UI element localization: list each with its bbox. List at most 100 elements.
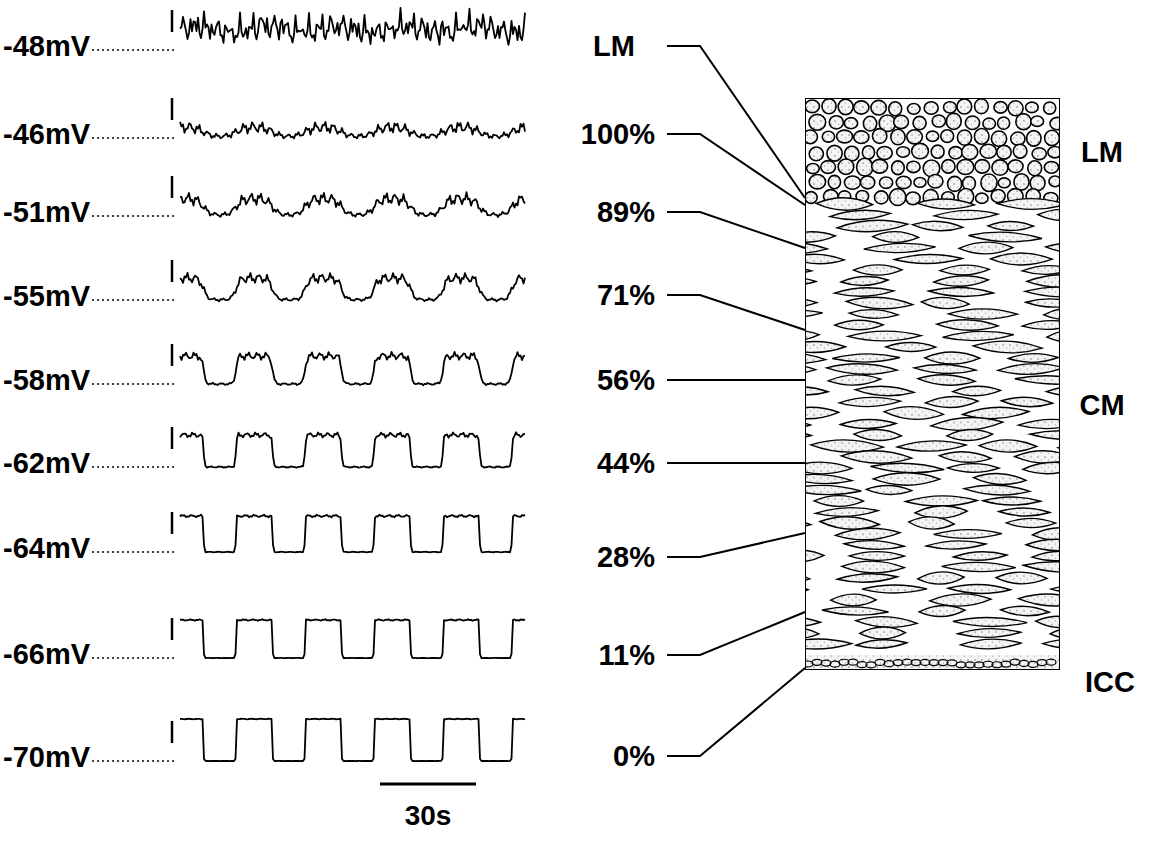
cm-cell (828, 374, 881, 386)
lm-cell (821, 161, 836, 174)
cm-cell (855, 385, 914, 397)
lm-cell (974, 129, 989, 145)
cm-cell (934, 529, 1002, 538)
membrane-potential: -58mV (3, 366, 90, 395)
cm-cell (1023, 560, 1060, 574)
icc-cell (1019, 660, 1029, 666)
lm-cell (992, 160, 1008, 175)
lm-cell (957, 159, 974, 174)
cm-cell (988, 221, 1034, 230)
lm-cell (926, 131, 938, 141)
cm-cell (953, 617, 1027, 627)
depth-percent: 56% (597, 366, 655, 395)
membrane-trace (180, 192, 525, 217)
cm-cell (834, 287, 894, 298)
cm-cell (914, 363, 976, 374)
cm-cell (805, 265, 812, 275)
cm-cell (1044, 307, 1060, 320)
cm-cell (939, 450, 991, 463)
lm-cell (1045, 130, 1060, 145)
depth-percent: 71% (597, 281, 655, 310)
lm-cell (862, 146, 874, 159)
cm-cell (919, 605, 965, 618)
cm-cell (1018, 593, 1060, 608)
cm-cell (1006, 518, 1055, 527)
time-scale: 30s (405, 802, 452, 830)
cm-cell (830, 209, 891, 221)
lm-cell (889, 189, 905, 206)
leader-lines (667, 46, 805, 756)
baseline-marker (92, 551, 176, 553)
cm-cell (918, 374, 976, 387)
cm-cell (805, 231, 836, 243)
cm-cell (854, 265, 903, 276)
baseline-marker (92, 657, 176, 659)
cm-cell (854, 429, 902, 442)
cm-cell (999, 507, 1050, 516)
cm-cell (1047, 329, 1060, 343)
lm-cell (946, 113, 961, 129)
cm-cell (937, 319, 999, 331)
membrane-trace (180, 619, 525, 658)
layer-name: CM (1079, 391, 1124, 420)
lm-cell (892, 161, 905, 175)
membrane-trace (180, 122, 525, 138)
lm-cell (863, 116, 876, 131)
lm-cell (854, 131, 869, 144)
lm-cell (879, 177, 892, 188)
lm-cell (928, 175, 943, 188)
cm-cell (908, 516, 954, 530)
voltage-traces (92, 8, 525, 761)
cm-cell (873, 231, 919, 243)
cm-cell (862, 585, 927, 593)
baseline-marker (92, 466, 176, 468)
cm-cell (996, 572, 1047, 585)
calibration-bar (171, 427, 174, 449)
baseline-marker (92, 49, 176, 51)
lm-cell (1026, 102, 1039, 112)
cm-cell (1023, 461, 1060, 475)
cm-cell (805, 276, 816, 286)
lm-cell (1027, 131, 1041, 147)
cm-cell (1015, 375, 1060, 386)
cm-cell (968, 231, 1042, 243)
cm-cell (841, 276, 888, 287)
calibration-bar (171, 98, 174, 120)
membrane-potential: -48mV (3, 32, 90, 61)
cm-cell (835, 320, 884, 330)
layer-name: ICC (1085, 668, 1135, 697)
lm-cell (976, 193, 989, 203)
lm-cell (838, 159, 854, 174)
membrane-trace (180, 515, 525, 553)
depth-percent: 89% (597, 198, 655, 227)
lm-cell (854, 101, 869, 114)
cm-cell (860, 627, 906, 640)
cm-cell (805, 341, 846, 353)
cm-cell (921, 296, 969, 309)
lm-cell (957, 99, 972, 114)
membrane-trace (180, 8, 525, 45)
cm-cell (886, 343, 936, 352)
membrane-potential: -46mV (3, 120, 90, 149)
lm-cell (931, 145, 944, 158)
cm-cell (933, 275, 988, 288)
lm-cell (942, 160, 955, 174)
cm-cell (953, 386, 1001, 397)
calibration-bar (171, 618, 174, 640)
baseline-marker (92, 299, 176, 301)
lm-cell (896, 176, 911, 188)
baseline-marker (92, 137, 176, 139)
cm-cell (805, 549, 824, 562)
cm-cell (805, 309, 823, 320)
cm-cell (964, 484, 1030, 496)
cm-cell (1038, 209, 1060, 221)
lm-cell (907, 103, 920, 114)
lm-cell (828, 175, 840, 188)
cm-cell (846, 296, 913, 311)
lm-cell (994, 102, 1007, 113)
cm-cell (805, 253, 845, 264)
icc-cell (1010, 659, 1020, 665)
cm-cell (960, 638, 1021, 650)
depth-percent: 11% (599, 641, 655, 670)
cm-cell (805, 242, 828, 255)
